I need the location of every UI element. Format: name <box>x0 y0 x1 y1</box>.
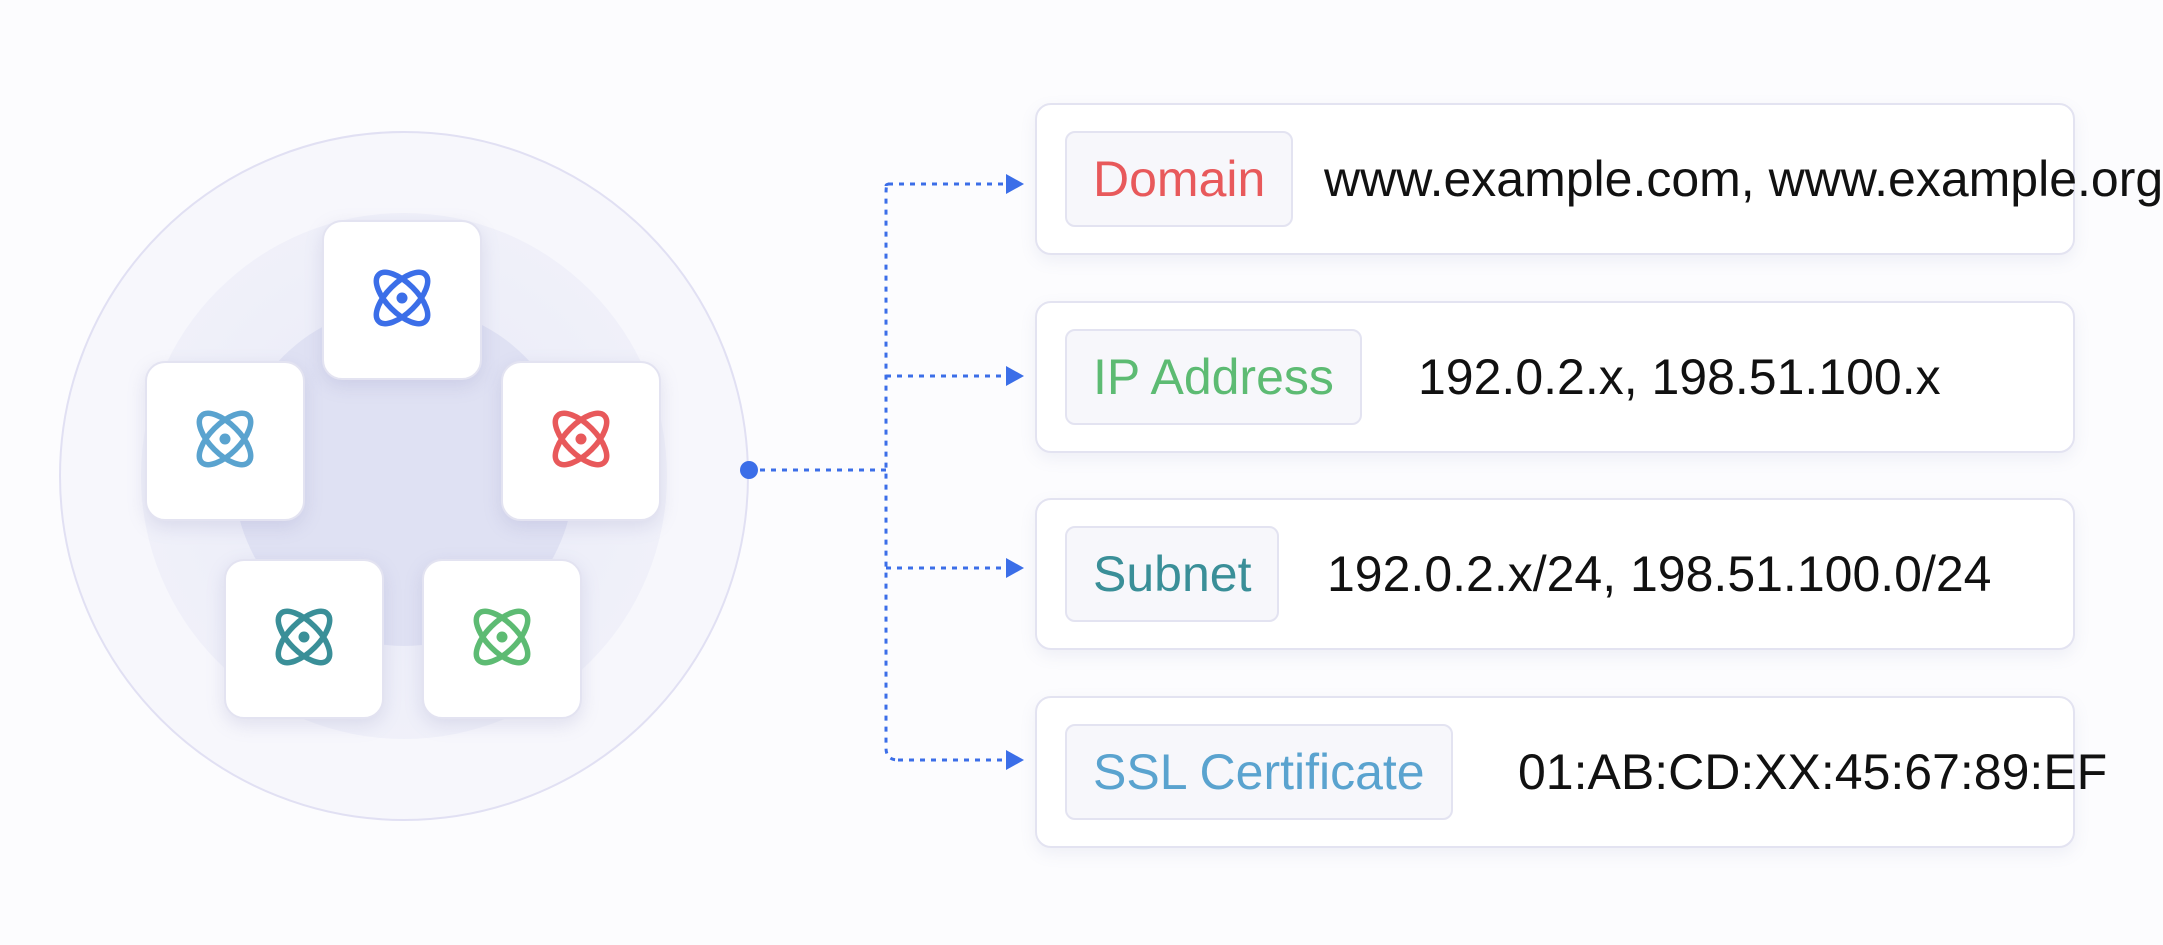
atom-tile-sky <box>145 361 305 521</box>
card-ssl-certificate: SSL Certificate 01:AB:CD:XX:45:67:89:EF <box>1035 696 2107 848</box>
arrowhead-subnet <box>1006 558 1024 578</box>
arrowhead-ip-address <box>1006 366 1024 386</box>
connector-heads <box>740 174 1024 770</box>
atom-icon <box>543 401 619 482</box>
atom-tile-red <box>501 361 661 521</box>
diagram-canvas: Domain www.example.com, www.example.org … <box>59 103 2163 848</box>
atom-tile-blue <box>322 220 482 380</box>
label-ssl-certificate: SSL Certificate <box>1065 724 1453 820</box>
atom-icon <box>275 608 333 665</box>
atom-icon <box>187 401 263 482</box>
label-ip-address: IP Address <box>1065 329 1362 425</box>
atom-icon <box>266 599 342 680</box>
atom-icon <box>373 269 431 326</box>
card-subnet: Subnet 192.0.2.x/24, 198.51.100.0/24 <box>1035 498 2075 650</box>
value-ip-address: 192.0.2.x, 198.51.100.x <box>1418 349 1941 405</box>
arrowhead-domain <box>1006 174 1024 194</box>
atom-icon <box>196 410 254 467</box>
atom-icon <box>464 599 540 680</box>
spine-line <box>884 182 899 762</box>
card-ip-address: IP Address 192.0.2.x, 198.51.100.x <box>1035 301 2075 453</box>
value-ssl-certificate: 01:AB:CD:XX:45:67:89:EF <box>1518 744 2108 800</box>
connector-paths <box>749 182 1010 762</box>
value-subnet: 192.0.2.x/24, 198.51.100.0/24 <box>1327 546 1992 602</box>
label-subnet: Subnet <box>1065 526 1280 622</box>
label-domain: Domain <box>1065 131 1294 227</box>
atom-tile-teal <box>224 559 384 719</box>
atom-icon <box>473 608 531 665</box>
arrowhead-ssl-certificate <box>1006 750 1024 770</box>
atom-tile-green <box>422 559 582 719</box>
atom-icon <box>364 260 440 341</box>
card-domain: Domain www.example.com, www.example.org <box>1035 103 2163 255</box>
value-domain: www.example.com, www.example.org <box>1324 151 2163 207</box>
atom-icon <box>552 410 610 467</box>
